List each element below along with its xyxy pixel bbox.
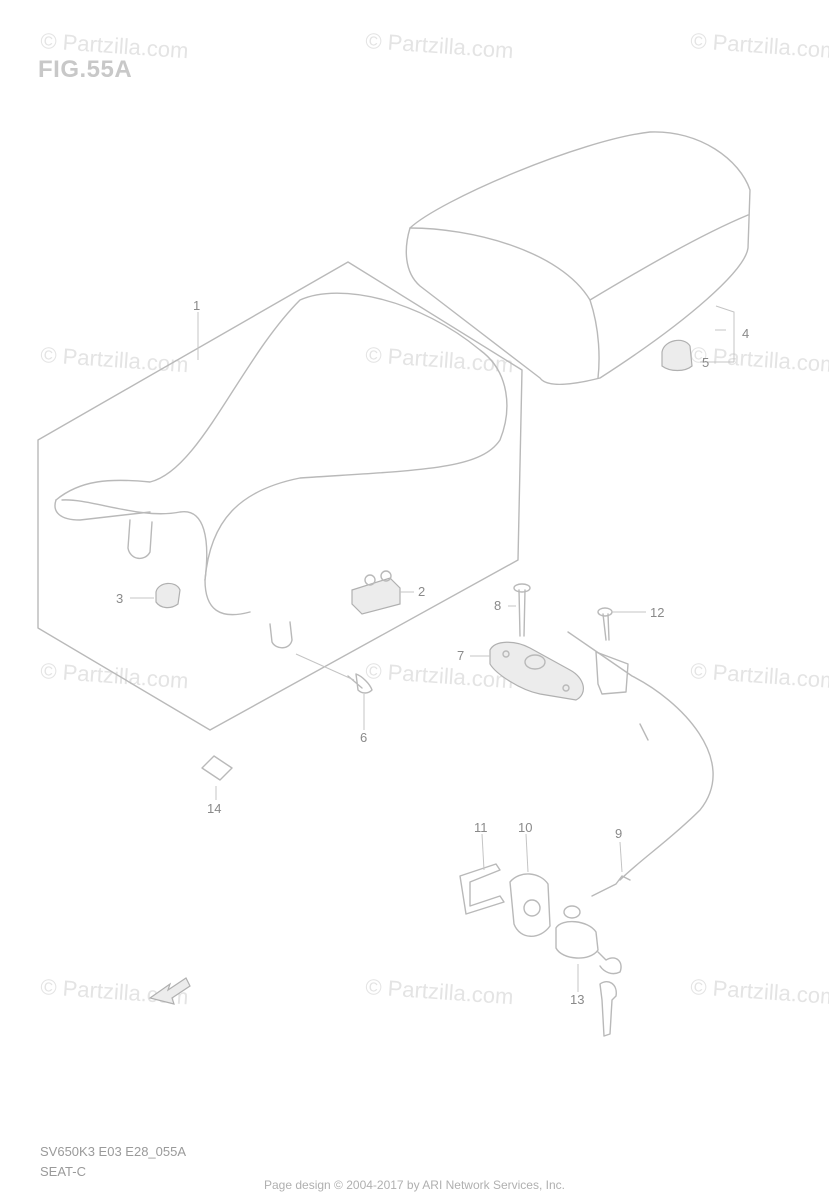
callout-labels: 1 2 3 4 5 6 7 8 9 10 11 12 13 14 bbox=[116, 298, 749, 1007]
screw-part bbox=[513, 583, 531, 637]
leader-lines bbox=[130, 305, 735, 992]
cushion-part bbox=[661, 339, 693, 372]
watermark: © Partzilla.com bbox=[40, 342, 190, 377]
lock-set bbox=[555, 905, 622, 1037]
watermark: © Partzilla.com bbox=[40, 28, 190, 63]
label-plate bbox=[201, 755, 233, 781]
front-arrow-icon bbox=[148, 977, 191, 1005]
callout-6: 6 bbox=[360, 730, 367, 745]
callout-11: 11 bbox=[474, 820, 488, 835]
watermark: © Partzilla.com bbox=[365, 28, 515, 63]
callout-13: 13 bbox=[570, 992, 584, 1007]
callout-14: 14 bbox=[207, 801, 221, 816]
bracket-part bbox=[351, 570, 401, 615]
callout-10: 10 bbox=[518, 820, 532, 835]
watermark: © Partzilla.com bbox=[690, 28, 829, 63]
rubber-part bbox=[155, 582, 181, 609]
watermark: © Partzilla.com bbox=[690, 658, 829, 693]
callout-1: 1 bbox=[193, 298, 200, 313]
callout-8: 8 bbox=[494, 598, 501, 613]
front-seat bbox=[37, 261, 523, 731]
figure-title: FIG.55A bbox=[38, 56, 133, 83]
watermark: © Partzilla.com bbox=[690, 342, 829, 377]
watermark: © Partzilla.com bbox=[40, 658, 190, 693]
callout-3: 3 bbox=[116, 591, 123, 606]
watermark: © Partzilla.com bbox=[365, 342, 515, 377]
rear-seat bbox=[405, 131, 751, 386]
cable-part bbox=[567, 631, 714, 897]
clip-part bbox=[459, 863, 505, 915]
lock-plate bbox=[489, 641, 584, 701]
watermark: © Partzilla.com bbox=[365, 974, 515, 1009]
footer-copyright: Page design © 2004-2017 by ARI Network S… bbox=[263, 1178, 565, 1192]
callout-5: 5 bbox=[702, 355, 709, 370]
callout-12: 12 bbox=[650, 605, 664, 620]
callout-4: 4 bbox=[742, 326, 749, 341]
holder-bracket bbox=[509, 873, 551, 937]
callout-7: 7 bbox=[457, 648, 464, 663]
watermark: © Partzilla.com bbox=[690, 974, 829, 1009]
bracket-bolt bbox=[595, 607, 629, 695]
callout-9: 9 bbox=[615, 826, 622, 841]
callout-2: 2 bbox=[418, 584, 425, 599]
section-name: SEAT-C bbox=[40, 1164, 86, 1179]
watermark-layer: © Partzilla.com © Partzilla.com © Partzi… bbox=[40, 28, 829, 1009]
model-code: SV650K3 E03 E28_055A bbox=[40, 1144, 187, 1159]
